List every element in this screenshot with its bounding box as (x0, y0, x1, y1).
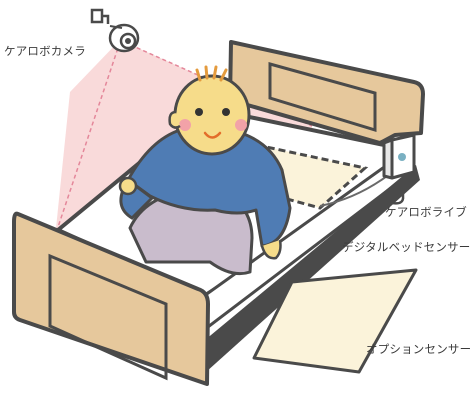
option-sensor-mat (252, 268, 418, 374)
camera-icon (90, 8, 140, 53)
headboard (228, 40, 425, 145)
live-device-icon (382, 133, 416, 205)
label-care-robo-live: ケアロボライブ (385, 205, 467, 219)
label-digital-bed-sensor: デジタルベッドセンサー (342, 240, 471, 254)
label-care-robo-camera: ケアロボカメラ (4, 44, 86, 58)
label-option-sensor: オプションセンサー (366, 342, 471, 356)
person (118, 65, 292, 276)
footboard (12, 211, 210, 386)
